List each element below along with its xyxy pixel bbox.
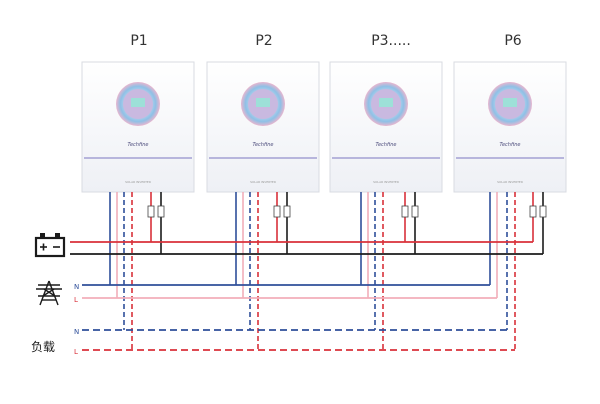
inverter-unit-p3: P3..... Techfine SOLAR INVERTER [329, 33, 443, 193]
model-text: SOLAR INVERTER [497, 180, 523, 184]
buses [70, 241, 543, 351]
power-tower-icon [36, 280, 62, 306]
grid-n-label: N [74, 283, 79, 291]
fuse-icon [283, 205, 291, 218]
load-label: 负载 [31, 340, 55, 354]
inverter-body [453, 61, 567, 193]
unit-label: P1 [130, 33, 147, 49]
brand-logo: Techfine [253, 142, 274, 148]
inverter-unit-p2: P2 Techfine SOLAR INVERTER [206, 33, 320, 193]
model-text: SOLAR INVERTER [125, 180, 151, 184]
unit-label: P2 [255, 33, 272, 49]
lcd-screen-icon [379, 98, 393, 107]
lcd-screen-icon [131, 98, 145, 107]
fuse-icon [411, 205, 419, 218]
lcd-screen-icon [256, 98, 270, 107]
model-text: SOLAR INVERTER [373, 180, 399, 184]
fuse-icon [157, 205, 165, 218]
lcd-screen-icon [503, 98, 517, 107]
fuse-icon [147, 205, 155, 218]
battery-icon [34, 233, 66, 258]
unit-label: P6 [504, 33, 521, 49]
inverter-body [329, 61, 443, 193]
inverter-unit-p6: P6 Techfine SOLAR INVERTER [453, 33, 567, 193]
battery-fuses [147, 205, 547, 218]
inverter-body [206, 61, 320, 193]
vertical-wires [109, 192, 544, 350]
load-n-label: N [74, 328, 79, 336]
load-l-label: L [74, 348, 78, 356]
brand-logo: Techfine [376, 142, 397, 148]
fuse-icon [273, 205, 281, 218]
inverter-body [81, 61, 195, 193]
unit-label: P3..... [371, 33, 411, 49]
fuse-icon [401, 205, 409, 218]
inverter-unit-p1: P1 Techfine SOLAR INVERTER [81, 33, 195, 193]
fuse-icon [529, 205, 537, 218]
fuse-icon [539, 205, 547, 218]
model-text: SOLAR INVERTER [250, 180, 276, 184]
brand-logo: Techfine [500, 142, 521, 148]
grid-l-label: L [74, 296, 78, 304]
brand-logo: Techfine [128, 142, 149, 148]
